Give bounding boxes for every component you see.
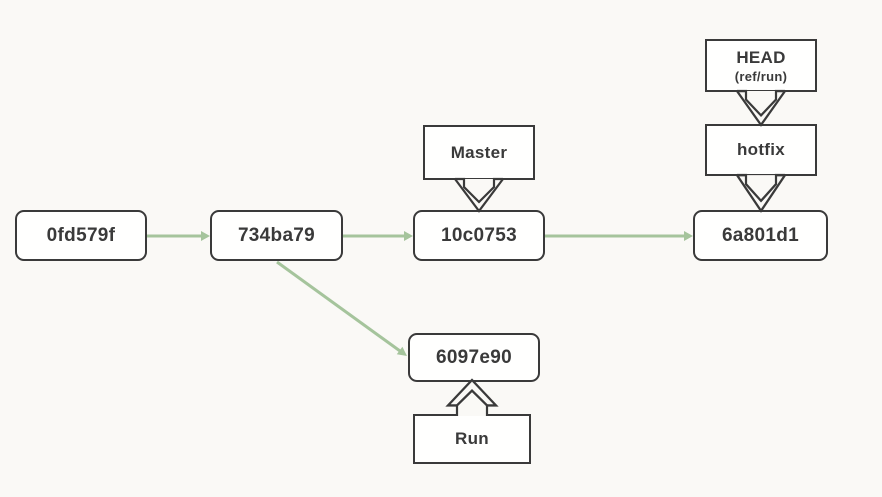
commit-hash: 6a801d1	[721, 224, 800, 246]
commit-node-6097e90: 6097e90	[408, 333, 540, 382]
ref-label-text: Run	[455, 429, 489, 448]
ref-label-run: Run	[413, 414, 531, 464]
commit-node-734ba79: 734ba79	[210, 210, 343, 261]
commit-node-0fd579f: 0fd579f	[15, 210, 147, 261]
ref-label-head: HEAD (ref/run)	[705, 39, 817, 92]
ref-label-text: hotfix	[736, 140, 786, 159]
commit-node-6a801d1: 6a801d1	[693, 210, 828, 261]
commit-hash: 0fd579f	[46, 224, 116, 246]
commit-hash: 6097e90	[435, 346, 513, 368]
edge-734ba79-to-10c0753	[343, 231, 413, 241]
edge-10c0753-to-6a801d1	[545, 231, 693, 241]
down-arrow-hotfix-to-6a801d1	[736, 173, 786, 213]
ref-label-hotfix: hotfix	[705, 124, 817, 176]
ref-label-text: Master	[450, 142, 508, 162]
ref-label-master: Master	[423, 125, 535, 180]
ref-label-subtext: (ref/run)	[734, 68, 788, 84]
edge-734ba79-to-6097e90	[276, 260, 407, 356]
commit-node-10c0753: 10c0753	[413, 210, 545, 261]
commit-hash: 734ba79	[237, 224, 316, 246]
edge-0fd579f-to-734ba79	[147, 231, 210, 241]
down-arrow-master-to-10c0753	[454, 177, 504, 213]
up-arrow-run-to-6097e90	[445, 378, 499, 416]
ref-label-text: HEAD	[736, 47, 786, 67]
down-arrow-head-to-hotfix	[736, 89, 786, 127]
commit-hash: 10c0753	[440, 224, 518, 246]
